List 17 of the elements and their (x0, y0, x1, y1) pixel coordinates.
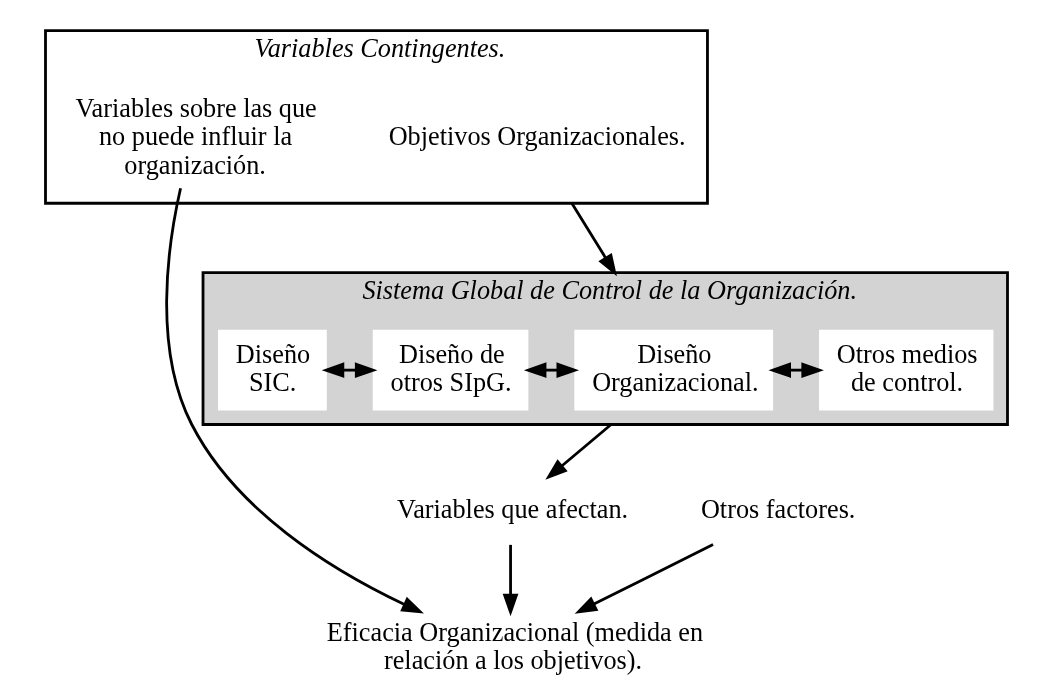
node-box: Diseño Organizacional. (574, 329, 774, 411)
arrow (165, 187, 424, 614)
node-text: Eficacia Organizacional (medida en relación a los objetivos). (326, 617, 704, 675)
node-text: Otros factores. (700, 494, 856, 524)
arrow (574, 543, 714, 614)
arrow (768, 362, 824, 378)
node-box: Diseño de otros SIpG. (372, 329, 529, 411)
arrow (570, 202, 617, 277)
arrow (523, 362, 580, 378)
node-text: Variables sobre las que no puede influir la organización. (75, 94, 317, 180)
arrow (502, 544, 519, 617)
node-box: Diseño SIC. (218, 329, 327, 411)
arrow (545, 423, 613, 480)
arrow (321, 362, 378, 378)
node-box: Otros medios de control. (819, 329, 994, 411)
node-text: Variables que afectan. (397, 494, 629, 524)
node-text: Objetivos Organizacionales. (388, 122, 686, 152)
